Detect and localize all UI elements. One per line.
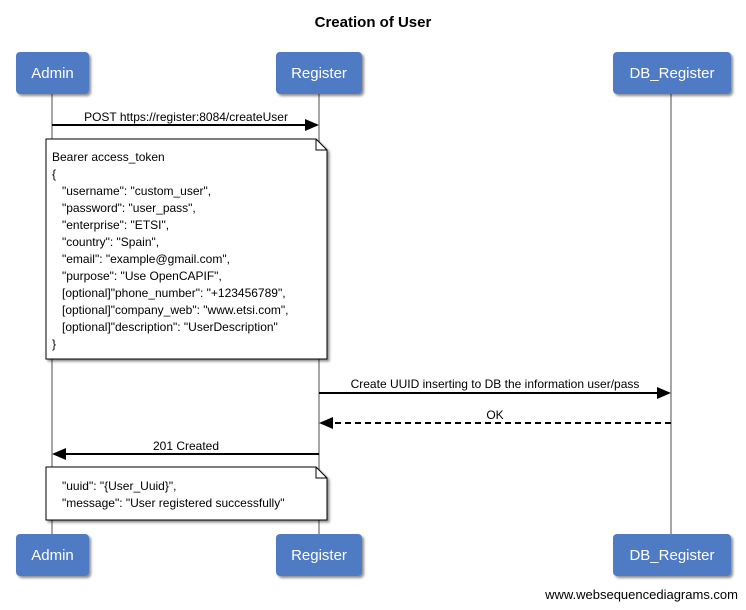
- actor-label: Register: [291, 547, 347, 564]
- message-create-uuid: Create UUID inserting to DB the informat…: [319, 377, 671, 399]
- message-ok: OK: [319, 408, 671, 429]
- note-request-body: Bearer access_token { "username": "custo…: [0, 0, 328, 360]
- message-label: 201 Created: [153, 439, 219, 453]
- note-text: "uuid": "{User_Uuid}", "message": "User …: [0, 0, 301, 510]
- arrowhead-icon: [305, 119, 319, 131]
- actor-register-bottom: Register: [276, 534, 362, 576]
- actor-register-top: Register: [276, 52, 362, 94]
- note-text: Bearer access_token { "username": "custo…: [0, 0, 312, 351]
- actor-admin-top: Admin: [16, 52, 89, 94]
- watermark: www.websequencediagrams.com: [544, 587, 738, 602]
- actor-label: Register: [291, 65, 347, 82]
- diagram-title: Creation of User: [315, 14, 432, 31]
- message-label: POST https://register:8084/createUser: [84, 110, 288, 124]
- actor-label: DB_Register: [629, 65, 714, 82]
- actor-admin-bottom: Admin: [16, 534, 89, 576]
- actor-label: DB_Register: [629, 547, 714, 564]
- message-post-create-user: POST https://register:8084/createUser: [52, 110, 319, 131]
- actor-label: Admin: [31, 65, 74, 82]
- arrowhead-icon: [319, 417, 333, 429]
- arrowhead-icon: [52, 448, 66, 460]
- arrowhead-icon: [657, 387, 671, 399]
- message-label: OK: [486, 408, 503, 422]
- actor-db-register-top: DB_Register: [613, 52, 731, 94]
- message-201-created: 201 Created: [52, 439, 319, 460]
- note-response-body: "uuid": "{User_Uuid}", "message": "User …: [0, 0, 328, 521]
- actor-db-register-bottom: DB_Register: [613, 534, 731, 576]
- actor-label: Admin: [31, 547, 74, 564]
- message-label: Create UUID inserting to DB the informat…: [351, 377, 640, 391]
